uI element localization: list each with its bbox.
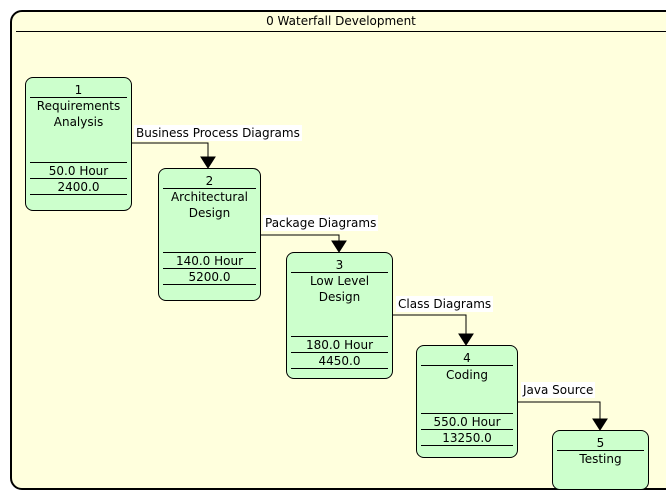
process-node-5[interactable]: 5 Testing — [552, 430, 649, 490]
node-divider — [421, 365, 513, 366]
diagram-title: 0 Waterfall Development — [16, 12, 666, 32]
diagram-canvas: 0 Waterfall Development 1 Requirements A… — [10, 10, 666, 490]
node-divider — [421, 413, 513, 414]
node-hours: 50.0 Hour — [48, 164, 109, 178]
node-hours: 180.0 Hour — [305, 338, 374, 352]
node-hours: 140.0 Hour — [175, 254, 244, 268]
flow-label-3: Class Diagrams — [396, 296, 494, 312]
node-name: Testing — [579, 452, 622, 466]
node-number: 1 — [74, 83, 83, 97]
node-divider — [291, 352, 388, 353]
node-cost: 5200.0 — [188, 270, 231, 284]
node-name: Architectural Design — [170, 190, 249, 220]
node-name: Low Level Design — [309, 274, 370, 304]
process-node-2[interactable]: 2 Architectural Design 140.0 Hour 5200.0 — [158, 168, 261, 301]
node-divider — [557, 450, 644, 451]
node-divider — [163, 252, 256, 253]
node-divider — [421, 429, 513, 430]
node-divider — [30, 178, 127, 179]
process-node-3[interactable]: 3 Low Level Design 180.0 Hour 4450.0 — [286, 252, 393, 379]
flow-arrows-layer — [131, 142, 608, 431]
node-divider — [30, 97, 127, 98]
node-number: 4 — [463, 351, 471, 365]
process-node-1[interactable]: 1 Requirements Analysis 50.0 Hour 2400.0 — [25, 77, 132, 211]
node-divider — [30, 194, 127, 195]
node-number: 3 — [335, 258, 344, 272]
flow-label-1: Business Process Diagrams — [134, 125, 302, 141]
node-cost: 4450.0 — [318, 354, 361, 368]
node-divider — [291, 368, 388, 369]
node-hours: 550.0 Hour — [433, 415, 501, 429]
flow-label-4: Java Source — [521, 382, 596, 398]
arrowhead-1 — [200, 156, 216, 169]
flow-arrow-1 — [131, 142, 209, 157]
node-divider — [291, 272, 388, 273]
node-divider — [163, 188, 256, 189]
node-name: Coding — [446, 368, 488, 382]
arrowhead-4 — [592, 418, 608, 431]
node-number: 5 — [596, 436, 605, 450]
node-divider — [421, 445, 513, 446]
node-cost: 2400.0 — [57, 180, 100, 194]
flow-arrow-3 — [392, 314, 467, 334]
node-number: 2 — [205, 174, 214, 188]
process-node-4[interactable]: 4 Coding 550.0 Hour 13250.0 — [416, 345, 518, 458]
flow-arrow-4 — [517, 401, 601, 419]
flow-label-2: Package Diagrams — [263, 215, 379, 231]
arrowhead-3 — [458, 333, 474, 346]
node-divider — [291, 336, 388, 337]
node-divider — [163, 284, 256, 285]
node-cost: 13250.0 — [442, 431, 492, 445]
node-divider — [163, 268, 256, 269]
flow-arrow-2 — [260, 234, 340, 241]
node-divider — [30, 162, 127, 163]
arrowhead-2 — [331, 240, 347, 253]
node-name: Requirements Analysis — [36, 99, 121, 129]
